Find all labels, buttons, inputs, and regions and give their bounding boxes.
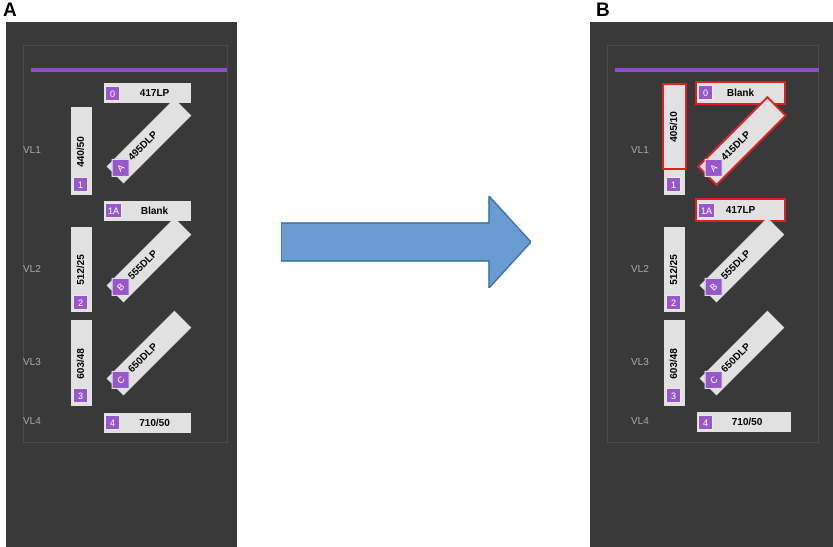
dichroic-a[interactable]: A 415DLP (697, 91, 787, 191)
filter-vl3-text: 603/48 (669, 347, 680, 379)
vl2-label: VL2 (23, 264, 41, 275)
dichroic-c-badge: C (111, 370, 130, 389)
filter-vl1-text: 440/50 (76, 135, 87, 167)
panel-b-inner: VL1 VL2 VL3 VL4 Blank 0 405/10 1 A 415DL… (607, 45, 819, 443)
panel-b: VL1 VL2 VL3 VL4 Blank 0 405/10 1 A 415DL… (590, 22, 833, 547)
vl1-label: VL1 (631, 145, 649, 156)
panel-a-label: A (3, 0, 17, 21)
filter-vl2[interactable]: 512/25 (664, 227, 685, 312)
filter-vl2-badge: 2 (73, 295, 88, 310)
slot-4[interactable]: 710/50 (104, 413, 191, 433)
dichroic-b-badge: B (111, 277, 130, 296)
slot-4-text: 710/50 (731, 416, 763, 428)
filter-vl1[interactable]: 405/10 (662, 83, 687, 170)
vl3-label: VL3 (23, 357, 41, 368)
slot-4-badge: 4 (105, 415, 120, 430)
dichroic-c-badge-text: C (707, 374, 720, 386)
panel-a: VL1 VL2 VL3 VL4 417LP 0 440/50 1 A 495DL… (6, 22, 237, 547)
panel-a-inner: VL1 VL2 VL3 VL4 417LP 0 440/50 1 A 495DL… (23, 45, 228, 443)
slot-1a[interactable]: 417LP (695, 198, 786, 222)
vl4-label: VL4 (631, 416, 649, 427)
panel-b-label: B (596, 0, 610, 21)
slot-4-text: 710/50 (139, 417, 170, 429)
filter-vl2-text: 512/25 (669, 254, 680, 285)
dichroic-c[interactable]: C 650DLP (699, 310, 785, 396)
filter-vl2-text: 512/25 (76, 254, 87, 285)
vl3-label: VL3 (631, 357, 649, 368)
filter-vl3-badge: 3 (73, 388, 88, 403)
slot-0[interactable]: Blank (695, 81, 786, 105)
filter-vl3-text: 603/48 (76, 347, 87, 379)
slot-0[interactable]: 417LP (104, 83, 191, 103)
filter-vl2-badge: 2 (666, 295, 681, 310)
filter-vl1[interactable]: 440/50 (71, 107, 92, 195)
vl4-label: VL4 (23, 416, 41, 427)
slot-1a-badge: 1A (105, 203, 122, 218)
dichroic-b-badge-text: B (707, 281, 720, 293)
filter-vl1-badge: 1 (666, 177, 681, 192)
slot-1a-badge: 1A (698, 203, 715, 218)
filter-vl1-badge: 1 (73, 177, 88, 192)
slot-0-text: 417LP (139, 87, 170, 99)
slot-4[interactable]: 710/50 (697, 412, 791, 432)
slot-1a-text: 417LP (725, 204, 756, 216)
filter-vl3-badge: 3 (666, 388, 681, 403)
accent-bar (615, 68, 819, 72)
dichroic-a-badge: A (111, 158, 130, 177)
dichroic-a[interactable]: A 495DLP (106, 98, 192, 184)
slot-0-badge: 0 (698, 85, 713, 100)
dichroic-b[interactable]: B 555DLP (699, 217, 785, 303)
dichroic-b-badge-text: B (114, 281, 127, 293)
dichroic-b-badge: B (704, 277, 723, 296)
dichroic-c[interactable]: C 650DLP (106, 310, 192, 396)
slot-0-badge: 0 (105, 86, 120, 101)
right-arrow-icon (281, 196, 531, 288)
dichroic-a-badge-text: A (114, 162, 127, 174)
filter-vl2[interactable]: 512/25 (71, 227, 92, 312)
vl2-label: VL2 (631, 264, 649, 275)
filter-vl1-text: 405/10 (669, 111, 680, 142)
slot-4-badge: 4 (698, 415, 713, 430)
dichroic-c-badge: C (704, 370, 723, 389)
dichroic-b[interactable]: B 555DLP (106, 217, 192, 303)
slot-0-text: Blank (726, 87, 755, 99)
accent-bar (31, 68, 227, 72)
dichroic-c-badge-text: C (114, 374, 127, 386)
filter-vl3[interactable]: 603/48 (664, 320, 685, 406)
vl1-label: VL1 (23, 145, 41, 156)
slot-1a-text: Blank (140, 205, 169, 217)
filter-vl3[interactable]: 603/48 (71, 320, 92, 406)
dichroic-a-badge: A (704, 158, 723, 177)
slot-1a[interactable]: Blank (104, 201, 191, 221)
dichroic-a-badge-text: A (707, 162, 720, 174)
